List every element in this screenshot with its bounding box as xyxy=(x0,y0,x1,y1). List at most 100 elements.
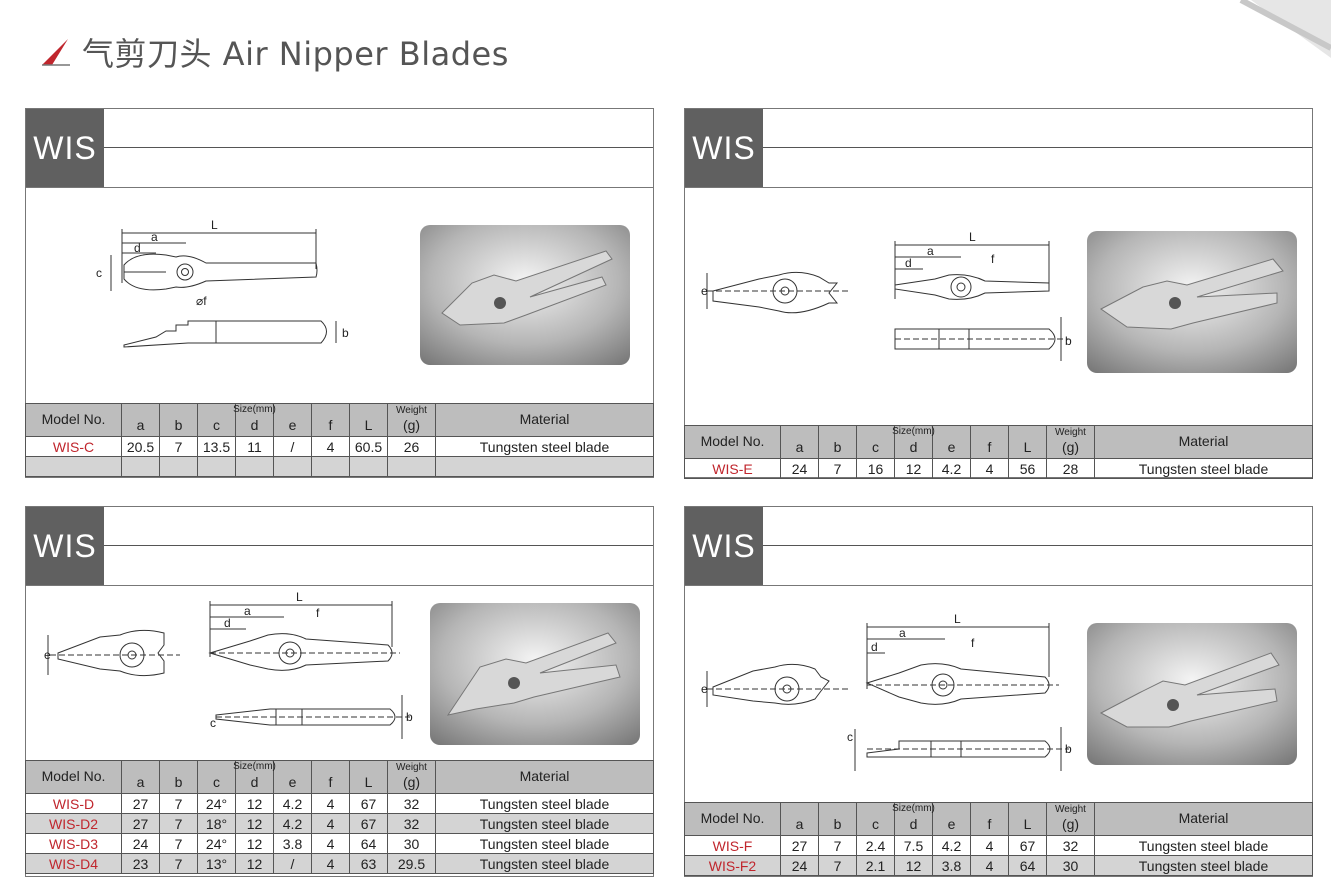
header-c: c xyxy=(197,403,236,437)
header-material: Material xyxy=(435,403,654,437)
header-d: Size(mm)d xyxy=(233,403,276,437)
header-weight: Weight(g) xyxy=(387,403,436,437)
cell-model: WIS-F2 xyxy=(684,855,781,876)
dim-label-b: b xyxy=(342,326,349,340)
dim-label-d: d xyxy=(134,241,141,255)
cell-material: Tungsten steel blade xyxy=(1094,458,1313,479)
dim-label-b: b xyxy=(1065,334,1072,348)
page-title-bar: 气剪刀头 Air Nipper Blades xyxy=(40,30,509,74)
table-row-empty xyxy=(25,456,654,477)
header-divider xyxy=(763,545,1312,546)
technical-drawing: e L a d f c b xyxy=(701,612,1072,771)
dim-label-d: d xyxy=(871,640,878,654)
series-badge: WIS xyxy=(26,109,104,187)
dim-label-a: a xyxy=(151,230,158,244)
panel-header: WIS xyxy=(26,109,653,188)
cell-model: WIS-F xyxy=(684,835,781,856)
spec-table: Model No. a b c Size(mm)d e f L Weight(g… xyxy=(25,403,654,477)
series-badge: WIS xyxy=(685,109,763,187)
header-material: Material xyxy=(435,760,654,794)
corner-decoration xyxy=(1239,0,1331,58)
product-photo xyxy=(430,603,640,745)
header-model: Model No. xyxy=(684,802,781,836)
page-title: 气剪刀头 Air Nipper Blades xyxy=(82,35,509,73)
technical-drawing: L a d c ⌀f b xyxy=(96,218,349,348)
cell-model: WIS-E xyxy=(684,458,781,479)
header-model: Model No. xyxy=(25,760,122,794)
cell-material: Tungsten steel blade xyxy=(435,793,654,814)
header-model: Model No. xyxy=(684,425,781,459)
dim-label-f: f xyxy=(316,606,320,620)
cell-model: WIS-D2 xyxy=(25,813,122,834)
panel-header: WIS xyxy=(685,109,1312,188)
dim-label-f: f xyxy=(991,252,995,266)
cell-material: Tungsten steel blade xyxy=(435,853,654,874)
series-badge: WIS xyxy=(26,507,104,585)
product-panel-wis-d: WIS e L a d f c b Model No. a b c xyxy=(25,506,654,877)
table-header-row: Model No. a b c Size(mm)d e f L Weight(g… xyxy=(25,403,654,437)
series-badge: WIS xyxy=(685,507,763,585)
dim-label-c: c xyxy=(210,716,216,730)
cell-material: Tungsten steel blade xyxy=(435,813,654,834)
dim-label-b: b xyxy=(406,710,413,724)
dim-label-e: e xyxy=(44,648,51,662)
dim-label-d: d xyxy=(905,256,912,270)
dim-label-c: c xyxy=(847,730,853,744)
dim-label-L: L xyxy=(296,591,303,604)
product-panel-wis-f: WIS e L a d f c b Model No. a b c xyxy=(684,506,1313,877)
header-material: Material xyxy=(1094,802,1313,836)
cell-model: WIS-D4 xyxy=(25,853,122,874)
header-model: Model No. xyxy=(25,403,122,437)
dim-label-L: L xyxy=(211,218,218,232)
cell-model: WIS-D3 xyxy=(25,833,122,854)
header-b: b xyxy=(159,403,198,437)
product-photo xyxy=(420,225,630,365)
panel-header: WIS xyxy=(26,507,653,586)
cell-material: Tungsten steel blade xyxy=(435,833,654,854)
cell-model: WIS-D xyxy=(25,793,122,814)
technical-drawing: e L a d f b xyxy=(701,230,1072,361)
cell-material: Tungsten steel blade xyxy=(1094,835,1313,856)
header-divider xyxy=(104,545,653,546)
dim-label-d: d xyxy=(224,616,231,630)
dim-label-b: b xyxy=(1065,742,1072,756)
dim-label-a: a xyxy=(927,244,934,258)
dim-label-f: ⌀f xyxy=(196,294,207,308)
dim-label-e: e xyxy=(701,682,708,696)
header-size-group: Size(mm) xyxy=(233,404,276,415)
header-L: L xyxy=(349,403,388,437)
dim-label-L: L xyxy=(969,230,976,244)
header-divider xyxy=(104,147,653,148)
dim-label-L: L xyxy=(954,612,961,626)
cell-material: Tungsten steel blade xyxy=(1094,855,1313,876)
header-a: a xyxy=(121,403,160,437)
dim-label-c: c xyxy=(96,266,102,280)
dim-label-a: a xyxy=(899,626,906,640)
triangle-corner-icon xyxy=(42,39,70,66)
product-photo xyxy=(1087,623,1297,765)
product-photo xyxy=(1087,231,1297,373)
dim-label-a: a xyxy=(244,604,251,618)
cell-material: Tungsten steel blade xyxy=(435,436,654,457)
header-material: Material xyxy=(1094,425,1313,459)
dim-label-e: e xyxy=(701,284,708,298)
technical-drawing: e L a d f c b xyxy=(44,591,413,739)
header-divider xyxy=(763,147,1312,148)
header-f: f xyxy=(311,403,350,437)
dim-label-f: f xyxy=(971,636,975,650)
cell-model: WIS-C xyxy=(25,436,122,457)
